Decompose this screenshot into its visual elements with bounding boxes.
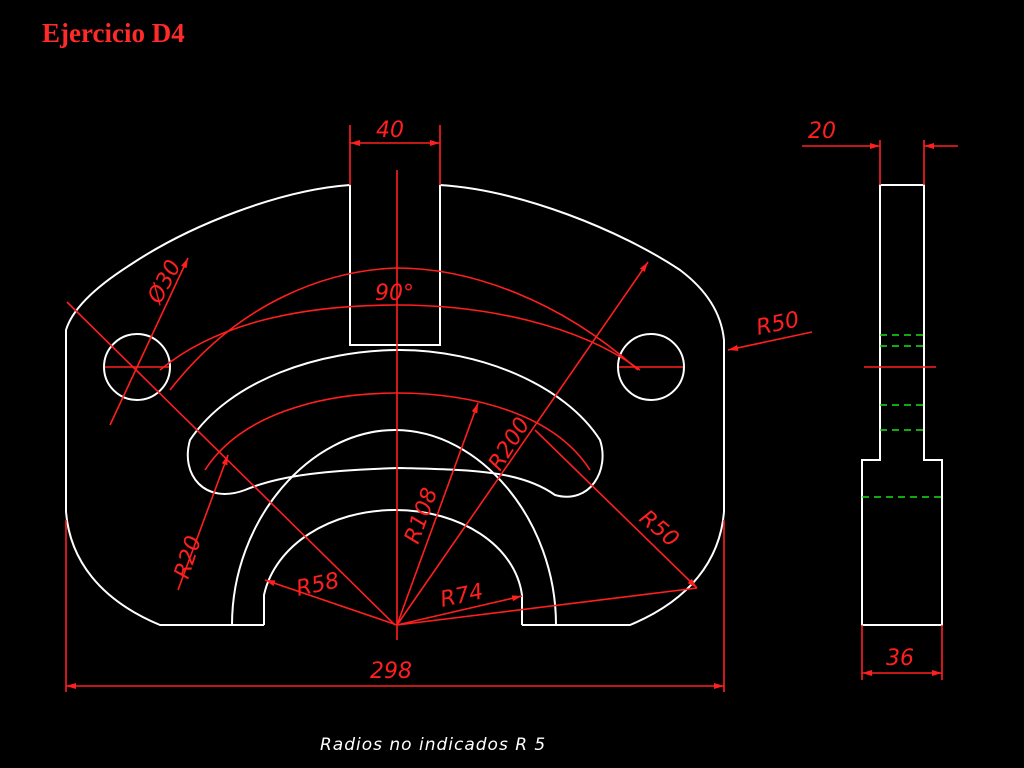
side-view: 20 36 xyxy=(802,119,958,680)
label-angle: 90° xyxy=(375,281,414,306)
inner-arch-inner xyxy=(263,508,523,625)
label-radius-58: R58 xyxy=(294,568,342,601)
dim-radius-74 xyxy=(396,595,523,626)
leader-left-diagonal xyxy=(66,301,396,626)
side-view-outline xyxy=(861,184,943,626)
label-overall-width: 298 xyxy=(370,659,412,684)
dim-radius-108 xyxy=(396,402,479,626)
hole-center-arc xyxy=(159,304,641,371)
dim-radius-58 xyxy=(264,579,398,626)
lower-left-edge xyxy=(65,511,232,626)
drawing-note: Radios no indicados R 5 xyxy=(320,735,546,755)
label-side-width: 36 xyxy=(886,646,914,671)
dim-angle-arc xyxy=(169,267,639,391)
label-radius-slot-end: R20 xyxy=(170,533,207,582)
hole-right xyxy=(617,333,685,401)
label-hole-diameter: Ø30 xyxy=(143,256,187,309)
inner-arch-outer xyxy=(231,428,557,626)
label-radius-200: R200 xyxy=(484,413,536,475)
front-view-outline xyxy=(65,184,725,626)
dim-radius-lower-right xyxy=(534,429,698,589)
label-radius-lower-right: R50 xyxy=(634,505,683,552)
dim-radius-200 xyxy=(396,261,649,626)
leader-radius-side xyxy=(727,331,813,351)
outer-arc-right xyxy=(439,184,725,512)
hole-left xyxy=(103,333,171,401)
kidney-slot xyxy=(186,348,604,498)
slot-center-arc xyxy=(204,392,591,471)
dim-radius-slot-end xyxy=(177,454,229,591)
dim-hole-diameter xyxy=(109,257,189,426)
drawing-title: Ejercicio D4 xyxy=(42,18,185,48)
top-slot xyxy=(349,185,441,346)
label-slot-width: 40 xyxy=(376,118,404,143)
label-radius-74: R74 xyxy=(438,579,486,612)
label-side-thickness: 20 xyxy=(808,119,836,144)
